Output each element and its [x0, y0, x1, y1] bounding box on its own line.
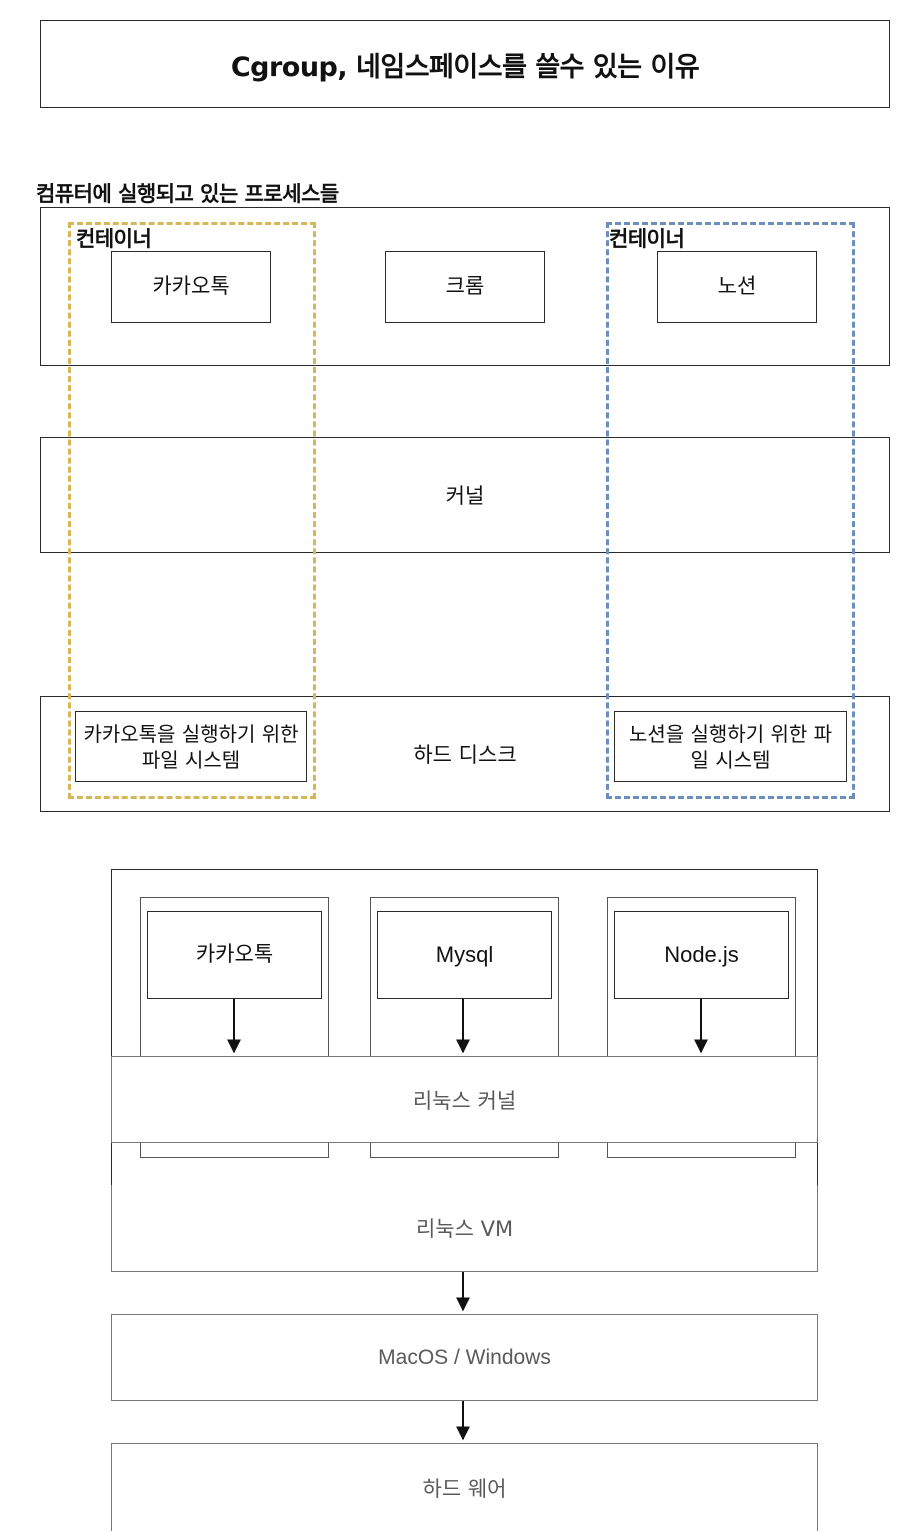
app-nodejs-label: Node.js: [664, 941, 739, 967]
linux-vm-label: 리눅스 VM: [415, 1217, 514, 1241]
diagram-title: Cgroup, 네임스페이스를 쓸수 있는 이유: [40, 20, 890, 108]
app-nodejs: Node.js: [614, 911, 789, 999]
notion-container-label: 컨테이너: [609, 227, 685, 251]
process-chrome-label: 크롬: [445, 274, 485, 299]
process-chrome: 크롬: [385, 251, 545, 323]
hardware-layer: 하드 웨어: [111, 1443, 818, 1531]
process-section-label: 컴퓨터에 실행되고 있는 프로세스들: [36, 182, 339, 206]
process-kakaotalk: 카카오톡: [111, 251, 271, 323]
kakaotalk-filesystem-label: 카카오톡을 실행하기 위한 파일 시스템: [83, 721, 299, 772]
app-kakaotalk-label: 카카오톡: [195, 942, 274, 967]
hardware-label: 하드 웨어: [422, 1476, 507, 1501]
process-notion-label: 노션: [717, 274, 757, 299]
linux-kernel-label: 리눅스 커널: [412, 1088, 517, 1113]
diagram-title-text: Cgroup, 네임스페이스를 쓸수 있는 이유: [230, 51, 700, 83]
process-notion: 노션: [657, 251, 817, 323]
linux-kernel-layer: 리눅스 커널: [111, 1056, 818, 1143]
process-kakaotalk-label: 카카오톡: [152, 274, 230, 299]
linux-vm-layer: 리눅스 VM: [111, 1185, 818, 1272]
app-kakaotalk: 카카오톡: [147, 911, 322, 999]
app-mysql-label: Mysql: [435, 941, 494, 967]
notion-filesystem: 노션을 실행하기 위한 파일 시스템: [614, 711, 847, 782]
host-os-layer: MacOS / Windows: [111, 1314, 818, 1401]
hard-disk-label: 하드 디스크: [413, 743, 517, 767]
notion-filesystem-label: 노션을 실행하기 위한 파일 시스템: [628, 721, 833, 772]
kakaotalk-filesystem: 카카오톡을 실행하기 위한 파일 시스템: [75, 711, 307, 782]
kernel-label: 커널: [445, 484, 485, 508]
kakaotalk-container-label: 컨테이너: [76, 227, 152, 251]
kernel-lane: 커널: [40, 437, 890, 553]
app-mysql: Mysql: [377, 911, 552, 999]
host-os-label: MacOS / Windows: [378, 1345, 551, 1369]
